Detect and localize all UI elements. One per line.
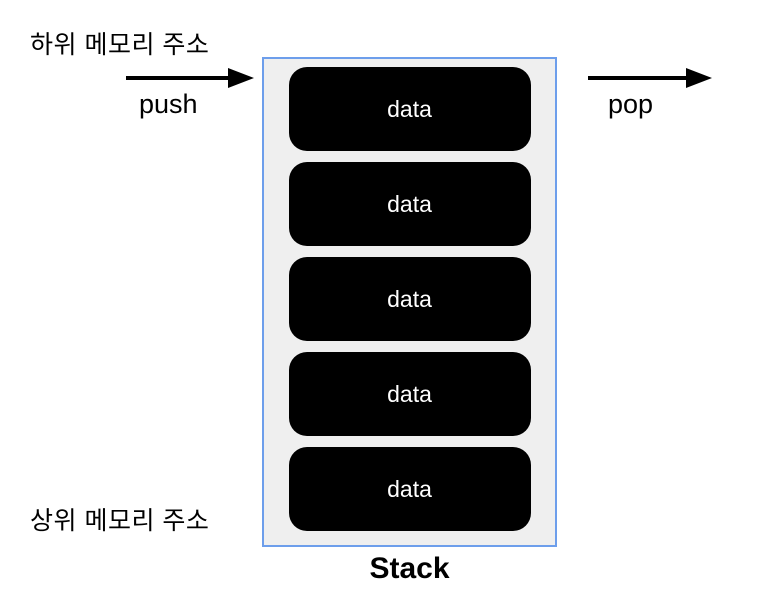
stack-item-label: data bbox=[387, 380, 432, 407]
stack-item-label: data bbox=[387, 285, 432, 312]
stack-item: data bbox=[288, 257, 531, 341]
high-memory-address-label: 상위 메모리 주소 bbox=[30, 507, 210, 535]
stack-title: Stack bbox=[369, 552, 450, 585]
stack-item: data bbox=[288, 447, 531, 531]
pop-arrow-icon bbox=[588, 67, 714, 89]
stack-item-label: data bbox=[387, 475, 432, 502]
stack-item: data bbox=[288, 67, 531, 151]
stack-item: data bbox=[288, 352, 531, 436]
stack-item-label: data bbox=[387, 95, 432, 122]
stack-container: data data data data data bbox=[262, 57, 557, 547]
push-arrow-icon bbox=[126, 67, 256, 89]
push-label: push bbox=[139, 89, 198, 119]
stack-item-label: data bbox=[387, 190, 432, 217]
stack-item: data bbox=[288, 162, 531, 246]
low-memory-address-label: 하위 메모리 주소 bbox=[30, 31, 210, 59]
pop-label: pop bbox=[608, 89, 654, 119]
